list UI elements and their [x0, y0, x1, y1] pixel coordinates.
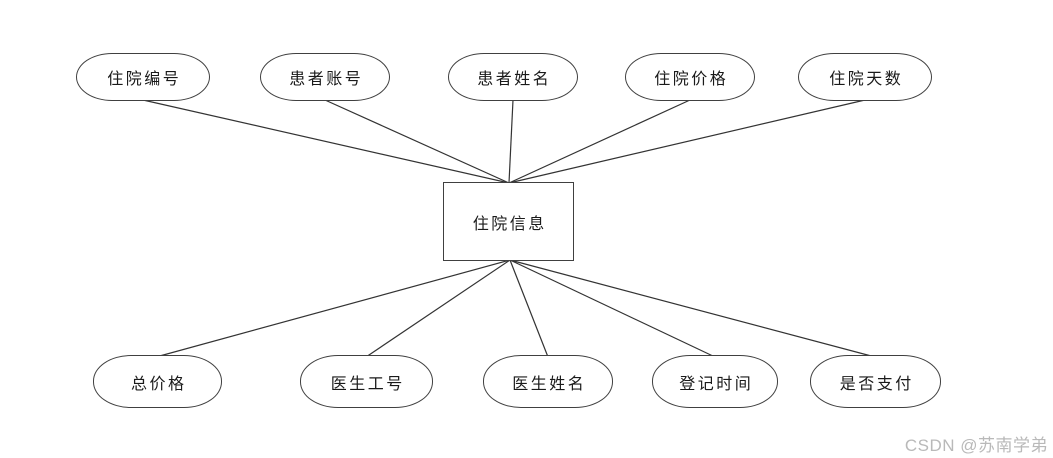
entity-hospitalization-info: 住院信息 — [443, 182, 574, 261]
connector-payment-status — [509, 259, 876, 358]
csdn-watermark: CSDN @苏南学弟 — [904, 436, 1048, 455]
attribute-hospitalization-days: 住院天数 — [798, 53, 932, 101]
attribute-patient-account: 患者账号 — [260, 53, 390, 101]
attribute-hospitalization-price: 住院价格 — [625, 53, 755, 101]
connector-patient-account — [324, 99, 510, 184]
attribute-total-price: 总价格 — [93, 355, 222, 408]
attribute-registration-time: 登记时间 — [652, 355, 778, 408]
connector-hospitalization-price — [508, 99, 691, 184]
connector-registration-time — [509, 259, 716, 358]
connector-hospitalization-id — [142, 99, 510, 184]
attribute-patient-name: 患者姓名 — [448, 53, 578, 101]
connector-patient-name — [508, 99, 514, 184]
attribute-payment-status: 是否支付 — [810, 355, 941, 408]
attribute-doctor-id: 医生工号 — [300, 355, 433, 408]
connector-doctor-name — [509, 259, 549, 358]
attribute-doctor-name: 医生姓名 — [483, 355, 613, 408]
connector-doctor-id — [365, 259, 511, 358]
connector-hospitalization-days — [508, 99, 866, 184]
connector-total-price — [155, 259, 511, 358]
attribute-hospitalization-id: 住院编号 — [76, 53, 210, 101]
